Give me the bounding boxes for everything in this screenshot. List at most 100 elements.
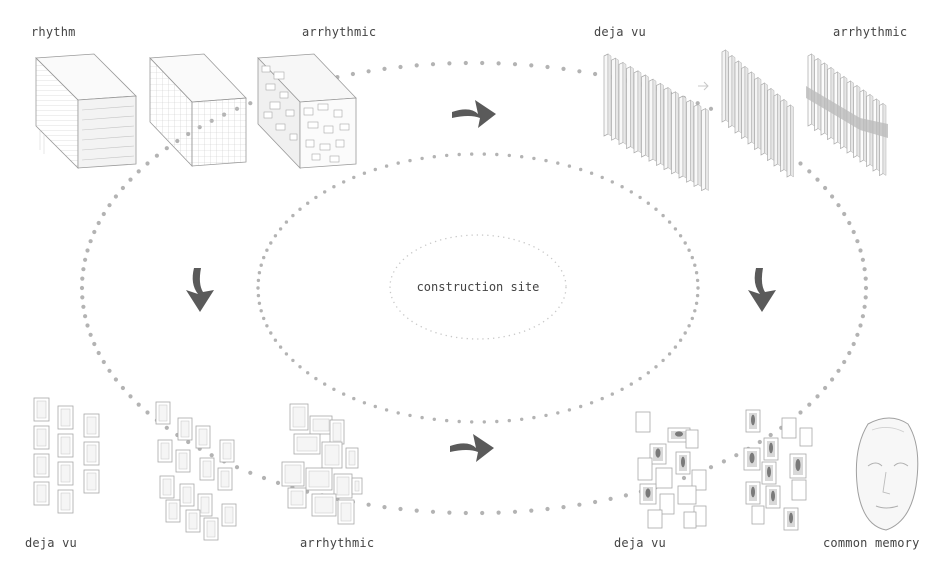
orbit-dot: [257, 271, 262, 275]
fin: [701, 108, 706, 192]
orbit-dot: [269, 331, 273, 335]
photo-subject: [751, 486, 755, 498]
orbit-dot: [248, 101, 253, 106]
orbit-dot: [855, 239, 860, 244]
fin: [648, 78, 654, 162]
fin-side: [690, 99, 694, 183]
orbit-dot: [593, 71, 598, 77]
frame-inner: [168, 502, 178, 520]
orbit-dot: [529, 508, 534, 513]
fin-side: [738, 60, 742, 134]
photo-subject: [771, 490, 775, 502]
orbit-dot: [638, 376, 642, 381]
fin: [786, 104, 791, 178]
orbit-dot: [145, 161, 150, 166]
orbit-dot: [556, 411, 560, 415]
orbit-dot: [667, 220, 672, 224]
fin: [678, 95, 684, 179]
grid-facade-drawing: [149, 53, 247, 167]
orbit-dot: [128, 394, 133, 399]
orbit-dot: [567, 408, 572, 412]
center-label: construction site: [417, 280, 540, 294]
orbit-dot: [629, 382, 633, 386]
fin: [767, 87, 772, 162]
arrow-down-left-icon: [186, 268, 214, 312]
fin-side: [660, 82, 664, 166]
orbit-dot: [265, 324, 269, 328]
orbit-dot: [693, 309, 697, 313]
frame-inner: [188, 512, 198, 530]
frame-inner: [36, 428, 47, 447]
label-rhythm: rhythm: [31, 25, 76, 39]
orbit-dot: [275, 480, 281, 485]
orbit-dot: [96, 350, 101, 356]
label-deja-vu-bottom-right: deja vu: [614, 536, 666, 550]
photo-collage-drawing: [635, 411, 707, 529]
orbit-dot: [463, 510, 468, 516]
photo-frame: [655, 467, 673, 489]
orbit-dot: [855, 332, 860, 337]
arrow-right-top-icon: [452, 100, 496, 128]
orbit-dot: [306, 371, 310, 375]
orbit-dot: [683, 331, 687, 335]
orbit-dot: [164, 425, 169, 430]
orbit-dot: [862, 267, 867, 272]
orbit-dot: [678, 234, 683, 238]
frame-inner: [332, 422, 342, 442]
orbit-dot: [842, 359, 847, 365]
orbit-dot: [408, 158, 412, 163]
orbit-dot: [661, 358, 665, 363]
orbit-dot: [507, 418, 511, 423]
photo-frame: [685, 429, 699, 449]
orbit-dot: [107, 368, 112, 373]
orbit-dot: [362, 401, 367, 405]
fin-side: [744, 66, 749, 139]
frame-inner: [222, 442, 232, 460]
orbit-dot: [646, 371, 650, 375]
orbit-dot: [520, 155, 524, 159]
photo-frame: [751, 505, 765, 525]
photo-subject: [751, 414, 755, 426]
orbit-dot: [80, 276, 85, 281]
frame-inner: [198, 428, 208, 446]
orbit-dot: [81, 304, 86, 309]
orbit-dot: [579, 167, 583, 172]
fin: [734, 60, 739, 134]
fin: [641, 74, 646, 158]
orbit-dot: [681, 475, 687, 481]
orbit-dot: [342, 392, 346, 396]
fin-side: [630, 66, 634, 150]
frame-inner: [336, 476, 350, 496]
orbit-dot: [495, 152, 499, 157]
orbit-dot: [107, 203, 112, 208]
frame-inner: [60, 492, 71, 511]
orbit-dot: [593, 499, 598, 505]
orbit-dot: [561, 505, 566, 510]
frame-inner: [308, 470, 330, 488]
fin-side: [637, 70, 642, 154]
fin-side: [725, 49, 729, 123]
frame-inner: [224, 506, 234, 524]
orbit-dot: [858, 323, 863, 328]
orbit-dot: [482, 152, 486, 156]
arrhythmic-block-drawing: [257, 53, 357, 169]
orbit-dot: [136, 169, 141, 174]
label-common-memory: common memory: [823, 536, 920, 550]
orbit-dot: [81, 267, 86, 272]
orbit-dot: [323, 190, 327, 194]
orbit-dot: [234, 465, 240, 470]
orbit-dot: [512, 509, 518, 514]
orbit-dot: [408, 413, 412, 418]
frame-inner: [200, 496, 210, 514]
orbit-dot: [807, 169, 812, 174]
frame-inner: [220, 470, 230, 488]
orbit-dot: [579, 404, 583, 409]
orbit-dot: [83, 314, 88, 319]
photo-frame: [799, 427, 813, 447]
orbit-dot: [544, 158, 548, 163]
fin: [747, 71, 752, 145]
orbit-dot: [432, 417, 436, 421]
orbit-dot: [332, 185, 336, 189]
orbit-dot: [265, 248, 269, 252]
